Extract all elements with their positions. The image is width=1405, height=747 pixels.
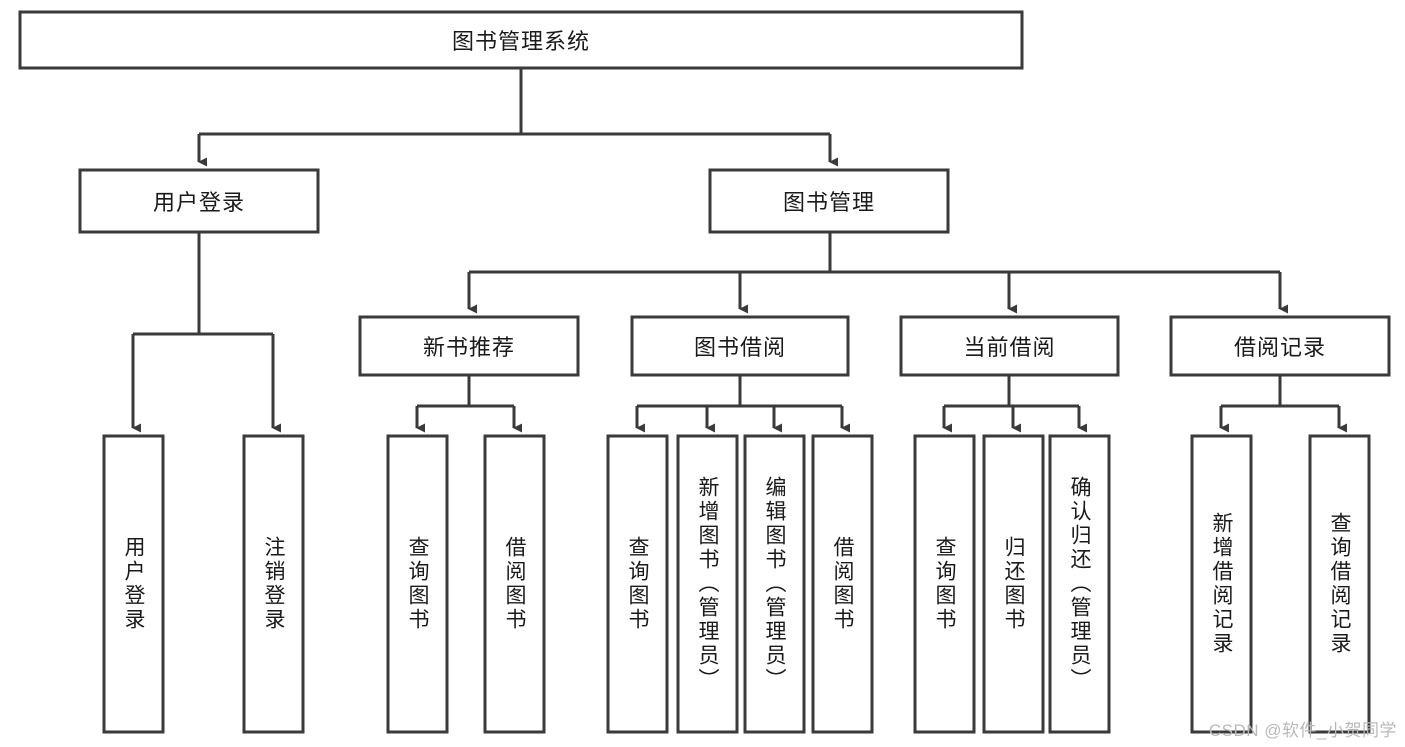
node-leaf-borrow-book-1[interactable] [483,434,546,734]
node-leaf-edit-book[interactable] [743,434,806,734]
connector-root-to-level2 [197,68,838,167]
node-book-manage[interactable] [708,168,950,234]
node-user-login[interactable] [78,168,320,234]
node-leaf-borrow-book-2[interactable] [811,434,874,734]
node-new-book-recommend[interactable] [358,315,580,377]
node-book-borrow[interactable] [630,315,850,377]
node-leaf-query-book-3[interactable] [913,434,976,734]
watermark-text: CSDN @软件_小贺同学 [1208,721,1397,740]
node-leaf-user-login[interactable] [102,434,165,734]
connector-currentborrow-to-leaves [942,375,1087,433]
node-borrow-record[interactable] [1169,315,1391,377]
node-leaf-query-book-1[interactable] [386,434,449,734]
node-root[interactable] [18,10,1024,70]
connector-bookborrow-to-leaves [635,375,850,433]
node-leaf-query-record[interactable] [1308,434,1371,734]
connector-userlogin-to-leaves [131,232,281,433]
node-leaf-return-book[interactable] [982,434,1045,734]
node-leaf-confirm-return[interactable] [1048,434,1111,734]
connector-borrowrecord-to-leaves [1219,375,1347,433]
node-leaf-logout-login[interactable] [242,434,305,734]
connector-bookmanage-to-level3 [467,232,1288,314]
node-leaf-query-book-2[interactable] [606,434,669,734]
node-leaf-add-record[interactable] [1190,434,1253,734]
connector-recommend-to-leaves [415,375,522,433]
node-current-borrow[interactable] [899,315,1120,377]
node-leaf-add-book[interactable] [676,434,739,734]
